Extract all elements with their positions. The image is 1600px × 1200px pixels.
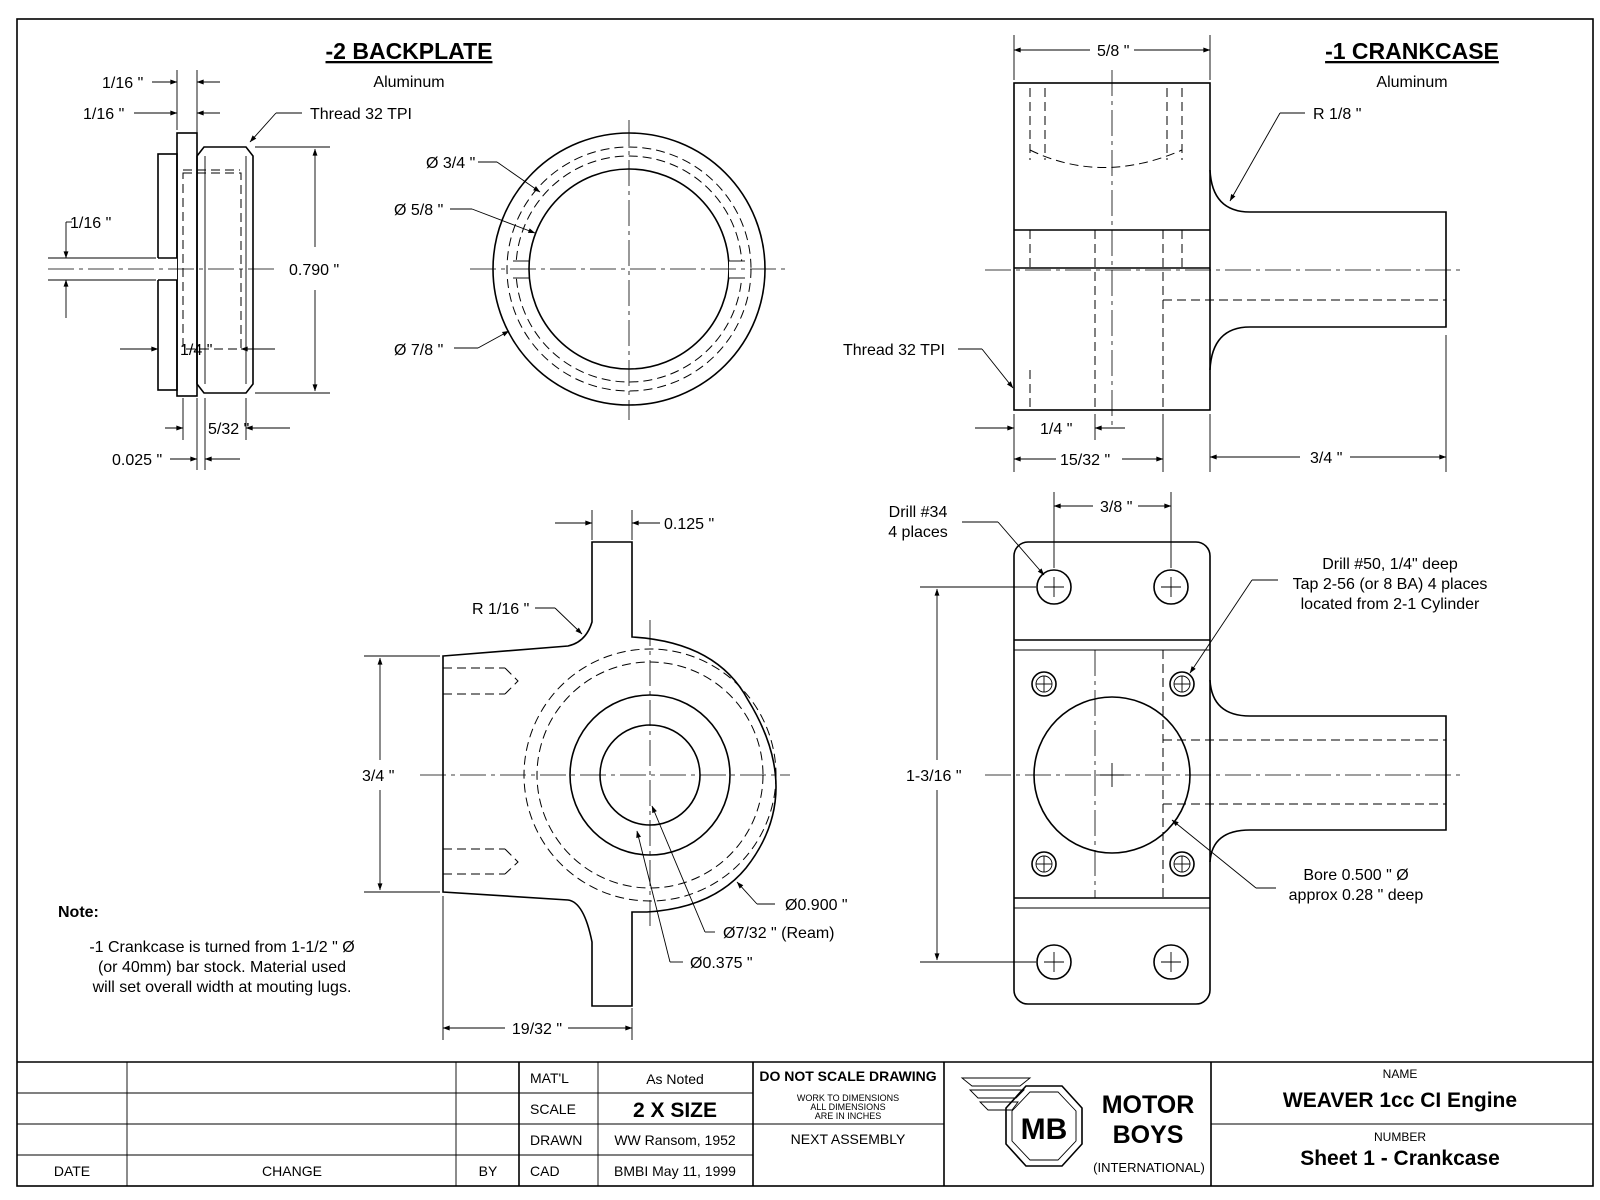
dim-cc-drill50-3: located from 2-1 Cylinder bbox=[1301, 596, 1480, 613]
motor-boys-logo: MB MOTOR BOYS (INTERNATIONAL) bbox=[960, 1077, 1205, 1175]
tb-label-drawn: DRAWN bbox=[530, 1132, 582, 1148]
note-line-1: -1 Crankcase is turned from 1-1/2 " Ø bbox=[89, 939, 354, 956]
tb-dims-note-3: ARE IN INCHES bbox=[815, 1111, 882, 1121]
dim-bp-width: 5/32 " bbox=[208, 421, 249, 438]
backplate-dims: 1/16 " 1/16 " Thread 32 TPI 1/16 " 0.790… bbox=[48, 70, 412, 470]
rev-header-date: DATE bbox=[54, 1163, 90, 1179]
dim-cc-1532: 15/32 " bbox=[1060, 452, 1110, 469]
tb-name-label: NAME bbox=[1383, 1067, 1418, 1081]
tb-name-value: WEAVER 1cc CI Engine bbox=[1283, 1089, 1517, 1112]
dim-cc-radius: R 1/8 " bbox=[1313, 106, 1361, 123]
rev-header-by: BY bbox=[479, 1163, 498, 1179]
tap-holes bbox=[1031, 671, 1195, 877]
dim-bp-top-2: 1/16 " bbox=[83, 106, 124, 123]
crankcase-top-view bbox=[985, 70, 1465, 430]
dim-bp-quarter: 1/4 " bbox=[180, 342, 212, 359]
logo-boys: BOYS bbox=[1113, 1121, 1184, 1149]
rev-header-change: CHANGE bbox=[262, 1163, 322, 1179]
tb-label-cad: CAD bbox=[530, 1163, 560, 1179]
tb-dims-note-1: WORK TO DIMENSIONS bbox=[797, 1093, 899, 1103]
dim-sv-radius: R 1/16 " bbox=[472, 601, 529, 618]
dim-cc-34: 3/4 " bbox=[1310, 450, 1342, 467]
tb-value-cad: BMBI May 11, 1999 bbox=[614, 1163, 736, 1179]
dim-sv-ream: Ø7/32 " (Ream) bbox=[723, 925, 835, 942]
dim-bp-offset: 0.025 " bbox=[112, 452, 162, 469]
backplate-side-view bbox=[48, 132, 275, 397]
backplate-front-view bbox=[470, 120, 785, 420]
tb-label-matl: MAT'L bbox=[530, 1070, 569, 1086]
dim-sv-dia900: Ø0.900 " bbox=[785, 897, 848, 914]
crankcase-section: -1 CRANKCASE Aluminum 5/8 " bbox=[843, 35, 1499, 1005]
tb-next-assembly: NEXT ASSEMBLY bbox=[791, 1131, 906, 1147]
tb-dims-note-2: ALL DIMENSIONS bbox=[810, 1102, 885, 1112]
logo-monogram: MB bbox=[1021, 1113, 1068, 1146]
dim-sv-dia375: Ø0.375 " bbox=[690, 955, 753, 972]
logo-motor: MOTOR bbox=[1102, 1091, 1195, 1119]
logo-international: (INTERNATIONAL) bbox=[1093, 1160, 1205, 1175]
title-block: DATE CHANGE BY MAT'L SCALE DRAWN CAD As … bbox=[17, 1061, 1593, 1186]
dim-cc-drill34-2: 4 places bbox=[888, 524, 948, 541]
tb-label-scale: SCALE bbox=[530, 1101, 576, 1117]
dim-cc-width-top: 5/8 " bbox=[1097, 43, 1129, 60]
note-heading: Note: bbox=[58, 904, 99, 921]
dim-cc-bore-2: approx 0.28 " deep bbox=[1289, 887, 1424, 904]
dim-bp-top-1: 1/16 " bbox=[102, 75, 143, 92]
dim-cc-bore-1: Bore 0.500 " Ø bbox=[1303, 867, 1408, 884]
drill-34-holes bbox=[1036, 569, 1189, 980]
crankcase-material: Aluminum bbox=[1376, 74, 1447, 91]
backplate-title: -2 BACKPLATE bbox=[326, 38, 493, 64]
dim-cc-quarter: 1/4 " bbox=[1040, 421, 1072, 438]
crankcase-title: -1 CRANKCASE bbox=[1325, 38, 1499, 64]
sheet-border bbox=[16, 18, 1594, 1187]
dim-bp-left-1: 1/16 " bbox=[70, 215, 111, 232]
note-line-3: will set overall width at mouting lugs. bbox=[92, 979, 352, 996]
tb-number-label: NUMBER bbox=[1374, 1130, 1426, 1144]
dim-bp-thread: Thread 32 TPI bbox=[310, 106, 412, 123]
dim-cc-drill50-1: Drill #50, 1/4" deep bbox=[1322, 556, 1458, 573]
dim-cc-thread: Thread 32 TPI bbox=[843, 342, 945, 359]
tb-value-scale: 2 X SIZE bbox=[633, 1099, 717, 1122]
dim-cc-38: 3/8 " bbox=[1100, 499, 1132, 516]
dim-cc-1316: 1-3/16 " bbox=[906, 768, 962, 785]
dim-cc-drill34-1: Drill #34 bbox=[889, 504, 948, 521]
tb-value-drawn: WW Ransom, 1952 bbox=[614, 1132, 736, 1148]
backplate-section: -2 BACKPLATE Aluminum 1/16 " 1/16 " bbox=[48, 38, 785, 470]
dim-sv-width: 19/32 " bbox=[512, 1021, 562, 1038]
crankcase-side-view bbox=[420, 541, 790, 1007]
dim-bp-height: 0.790 " bbox=[289, 262, 339, 279]
dim-bp-dia78: Ø 7/8 " bbox=[394, 342, 443, 359]
dim-cc-drill50-2: Tap 2-56 (or 8 BA) 4 places bbox=[1293, 576, 1488, 593]
tb-number-value: Sheet 1 - Crankcase bbox=[1300, 1147, 1500, 1170]
dim-bp-dia34: Ø 3/4 " bbox=[426, 155, 475, 172]
note-line-2: (or 40mm) bar stock. Material used bbox=[98, 959, 346, 976]
backplate-material: Aluminum bbox=[373, 74, 444, 91]
dim-bp-dia58: Ø 5/8 " bbox=[394, 202, 443, 219]
note-block: Note: -1 Crankcase is turned from 1-1/2 … bbox=[58, 904, 355, 996]
dim-sv-height: 3/4 " bbox=[362, 768, 394, 785]
tb-value-matl: As Noted bbox=[646, 1071, 704, 1087]
dim-sv-lug: 0.125 " bbox=[664, 516, 714, 533]
tb-dns: DO NOT SCALE DRAWING bbox=[759, 1068, 936, 1084]
crankcase-bottom-view bbox=[985, 541, 1465, 1005]
